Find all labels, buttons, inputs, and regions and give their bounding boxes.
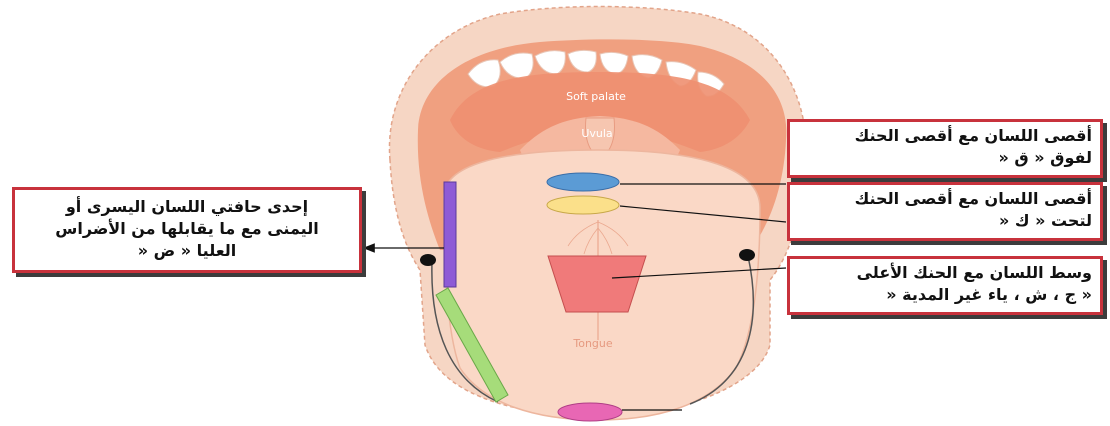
annotation-right-middle-line-1: أقصى اللسان مع أقصى الحنك	[798, 188, 1092, 210]
yellow-marker	[547, 196, 619, 214]
blue-marker	[547, 173, 619, 191]
pink-marker	[558, 403, 622, 421]
uvula-label: Uvula	[581, 127, 612, 140]
annotation-left-line-1: إحدى حافتي اللسان اليسرى أو	[23, 196, 351, 218]
annotation-right-middle: أقصى اللسان مع أقصى الحنك لتحت « ك «	[787, 182, 1103, 241]
annotation-left-line-3: العليا « ض «	[23, 240, 351, 262]
tongue-label: Tongue	[572, 337, 613, 350]
left-dot	[420, 254, 436, 266]
purple-bar-marker	[444, 182, 456, 287]
annotation-right-middle-line-2: لتحت « ك «	[798, 210, 1092, 232]
annotation-right-top-line-2: لفوق « ق «	[798, 147, 1092, 169]
annotation-right-top-line-1: أقصى اللسان مع أقصى الحنك	[798, 125, 1092, 147]
annotation-left-line-2: اليمنى مع ما يقابلها من الأضراس	[23, 218, 351, 240]
soft-palate-label: Soft palate	[566, 90, 626, 103]
right-dot	[739, 249, 755, 261]
annotation-right-bottom: وسط اللسان مع الحنك الأعلى « ج ، ش ، ياء…	[787, 256, 1103, 315]
annotation-right-bottom-line-2: « ج ، ش ، ياء غير المدية «	[798, 284, 1092, 306]
annotation-right-top: أقصى اللسان مع أقصى الحنك لفوق « ق «	[787, 119, 1103, 178]
annotation-left-edge: إحدى حافتي اللسان اليسرى أو اليمنى مع ما…	[12, 187, 362, 273]
annotation-right-bottom-line-1: وسط اللسان مع الحنك الأعلى	[798, 262, 1092, 284]
